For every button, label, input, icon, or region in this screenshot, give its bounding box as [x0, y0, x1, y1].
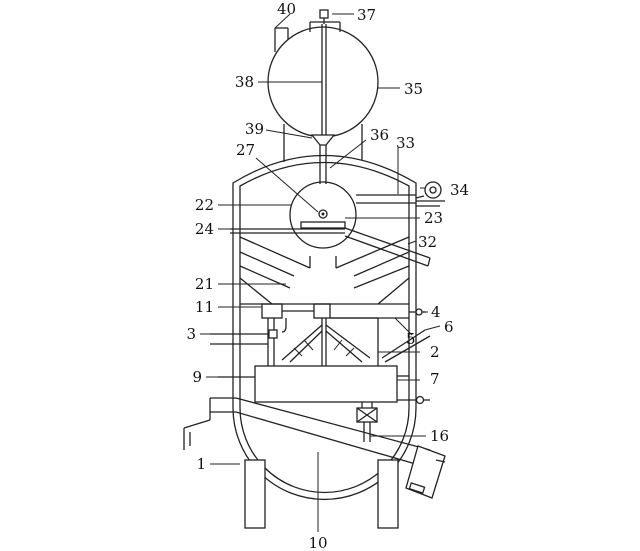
label-1: 1: [196, 455, 206, 473]
compartment-2: [330, 317, 379, 366]
label-21: 21: [195, 275, 214, 293]
housing-7: [218, 365, 430, 405]
label-36: 36: [370, 126, 389, 144]
stirring-blades: [281, 303, 371, 366]
drum-22: [230, 172, 357, 249]
label-40: 40: [277, 0, 296, 18]
label-5: 5: [406, 330, 416, 348]
label-11: 11: [195, 298, 214, 316]
label-35: 35: [404, 80, 423, 98]
label-4: 4: [431, 303, 441, 321]
label-39: 39: [245, 120, 264, 138]
fan-34: [356, 181, 445, 207]
label-7: 7: [430, 370, 440, 388]
label-37: 37: [357, 6, 376, 24]
inclined-discharge-tube: [183, 397, 446, 499]
leader-lines: [200, 13, 441, 532]
label-23: 23: [424, 209, 443, 227]
label-9: 9: [192, 368, 202, 386]
callout-labels: 40 37 38 35 39 36 33 27 34 22 23 24 32 2…: [186, 0, 469, 551]
label-6: 6: [444, 318, 454, 336]
label-38: 38: [235, 73, 254, 91]
label-10: 10: [308, 534, 327, 551]
support-legs: [244, 459, 399, 529]
main-vessel: [232, 154, 417, 501]
top-tank: [267, 9, 379, 172]
drive-column-11: [210, 303, 314, 366]
valve-16: [356, 400, 378, 442]
label-16: 16: [430, 427, 449, 445]
label-32: 32: [418, 233, 437, 251]
chute-32: [344, 227, 431, 267]
side-fittings: [381, 308, 431, 363]
label-3: 3: [186, 325, 196, 343]
label-22: 22: [195, 196, 214, 214]
label-24: 24: [195, 220, 214, 238]
label-2: 2: [430, 343, 440, 361]
label-33: 33: [396, 134, 415, 152]
label-34: 34: [450, 181, 469, 199]
label-27: 27: [236, 141, 255, 159]
